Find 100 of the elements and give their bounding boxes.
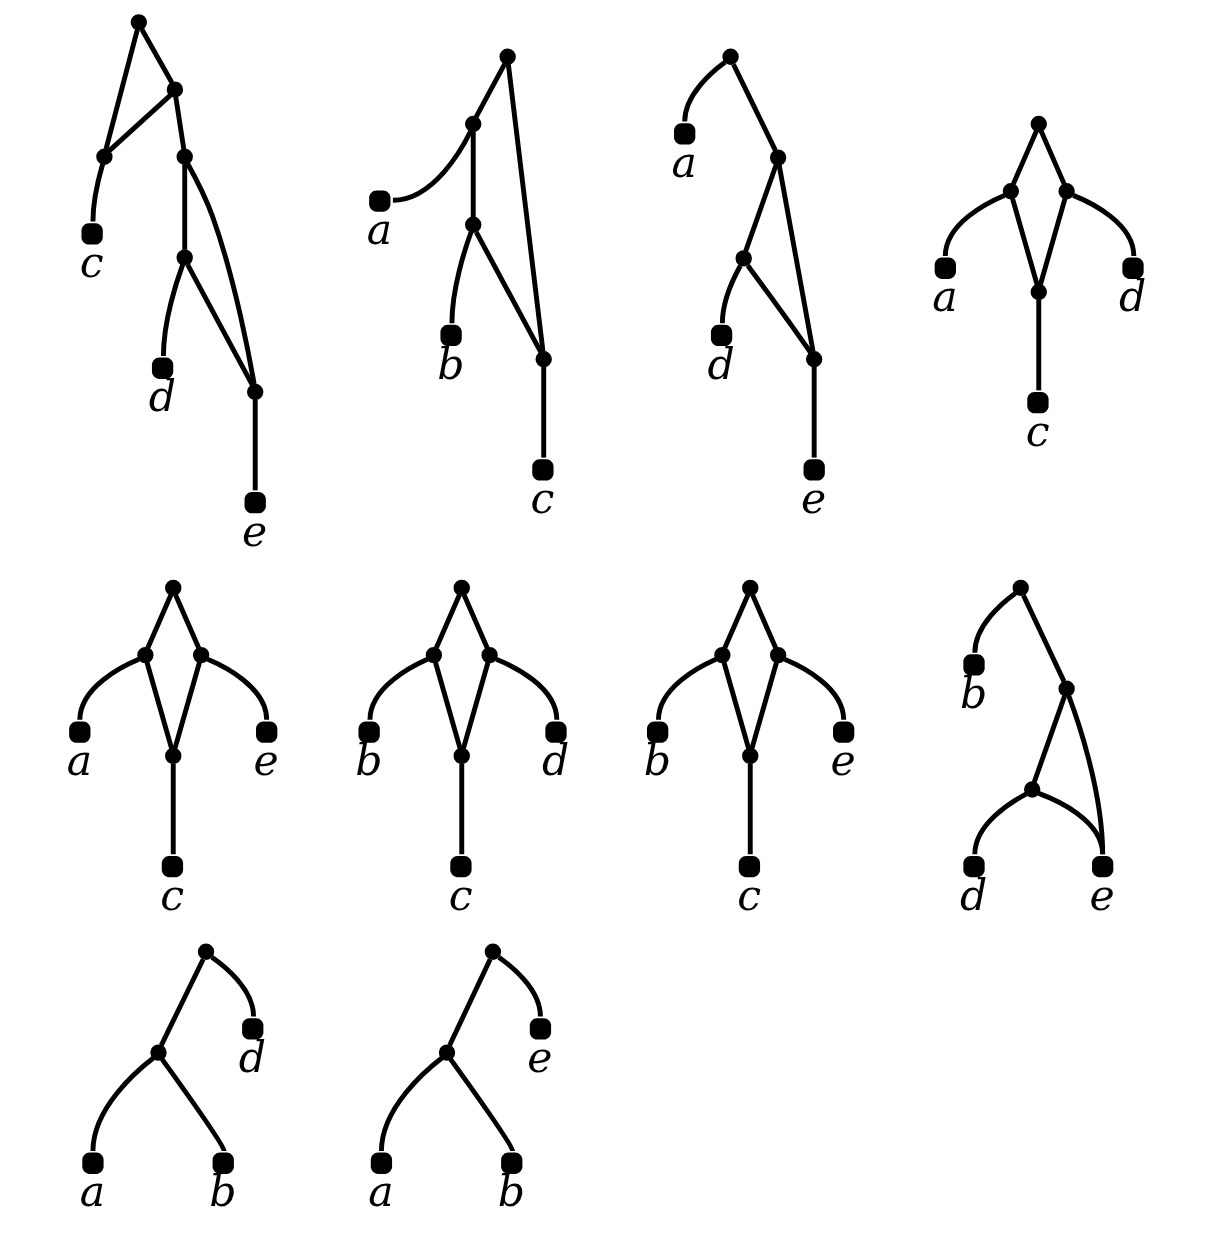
connector: [461, 594, 490, 649]
node-circle: [742, 747, 759, 765]
node-circle: [453, 579, 470, 597]
node-label: c: [448, 869, 473, 920]
connector: [972, 591, 1017, 653]
connector: [90, 163, 105, 222]
connector: [776, 164, 816, 352]
node-label: a: [79, 1166, 106, 1217]
node-circle: [96, 148, 113, 165]
connector: [206, 657, 270, 721]
node-circle: [358, 721, 380, 743]
node-circle: [176, 249, 193, 266]
connector: [103, 29, 140, 150]
node-circle: [369, 190, 391, 212]
connector: [749, 661, 779, 750]
connector: [139, 28, 174, 84]
node-circle: [82, 1152, 104, 1174]
connector: [459, 763, 465, 855]
node-circle: [166, 81, 184, 98]
connector: [1037, 791, 1106, 855]
connector: [210, 955, 257, 1017]
connector: [185, 263, 255, 387]
node-circle: [453, 747, 470, 765]
node-circle: [769, 646, 787, 664]
node-circle: [722, 48, 739, 65]
node-circle: [370, 1152, 393, 1174]
node-circle: [161, 855, 184, 878]
connector: [972, 792, 1028, 855]
connector: [1038, 130, 1067, 186]
connector: [160, 263, 185, 357]
connector: [172, 661, 202, 750]
node-circle: [1058, 183, 1075, 200]
node-circle: [165, 579, 182, 597]
connector: [449, 231, 474, 324]
connector: [750, 594, 778, 649]
node-circle: [803, 459, 825, 481]
connector: [448, 1057, 515, 1152]
node-label: d: [960, 869, 988, 920]
node-circle: [1027, 392, 1049, 414]
node-circle: [465, 216, 482, 233]
node-circle: [130, 14, 147, 31]
connector: [470, 131, 476, 218]
node-label: b: [437, 338, 465, 389]
node-label: e: [830, 735, 856, 786]
connector: [378, 1056, 444, 1152]
node-label: a: [66, 735, 93, 786]
connector: [185, 162, 257, 385]
node-label: e: [242, 505, 268, 556]
node-label: d: [1119, 271, 1147, 322]
connector: [433, 661, 463, 750]
node-circle: [176, 148, 193, 165]
node-circle: [212, 1152, 234, 1174]
connector: [745, 264, 813, 354]
connector: [743, 164, 779, 252]
connector: [1021, 594, 1067, 683]
node-label: d: [148, 371, 176, 422]
node-circle: [1092, 855, 1114, 878]
node-circle: [499, 48, 516, 65]
connector: [160, 1057, 227, 1152]
connector: [1011, 130, 1039, 186]
connector: [656, 657, 718, 721]
node-circle: [833, 721, 855, 743]
connector: [1036, 299, 1042, 391]
node-circle: [532, 459, 554, 481]
node-circle: [735, 250, 752, 267]
connector: [182, 164, 188, 250]
node-label: d: [542, 735, 570, 786]
node-circle: [165, 747, 182, 765]
connector: [1031, 695, 1067, 784]
node-label: c: [160, 869, 185, 920]
node-circle: [738, 855, 761, 878]
node-circle: [425, 646, 443, 664]
node-label: a: [368, 1166, 394, 1217]
node-circle: [1012, 579, 1029, 597]
node-label: b: [497, 1166, 526, 1217]
connector: [722, 594, 751, 649]
node-circle: [1030, 115, 1047, 133]
connector: [461, 661, 491, 750]
node-label: c: [737, 869, 762, 920]
node-circle: [465, 115, 482, 133]
node-circle: [805, 351, 823, 368]
node-circle: [256, 721, 278, 743]
node-circle: [440, 324, 462, 347]
connector: [252, 399, 258, 491]
node-label: d: [238, 1031, 267, 1082]
node-label: e: [253, 735, 279, 786]
node-label: d: [707, 338, 735, 389]
connector: [747, 763, 753, 855]
connector: [144, 661, 174, 750]
connector: [721, 661, 751, 750]
connector: [107, 93, 172, 153]
node-circle: [69, 721, 91, 743]
node-circle: [150, 1044, 167, 1061]
node-circle: [1030, 283, 1047, 301]
node-label: b: [209, 1166, 237, 1217]
node-label: a: [932, 271, 958, 322]
connector: [90, 1056, 155, 1152]
node-circle: [769, 149, 787, 166]
node-circle: [137, 646, 154, 664]
node-label: c: [79, 236, 104, 287]
